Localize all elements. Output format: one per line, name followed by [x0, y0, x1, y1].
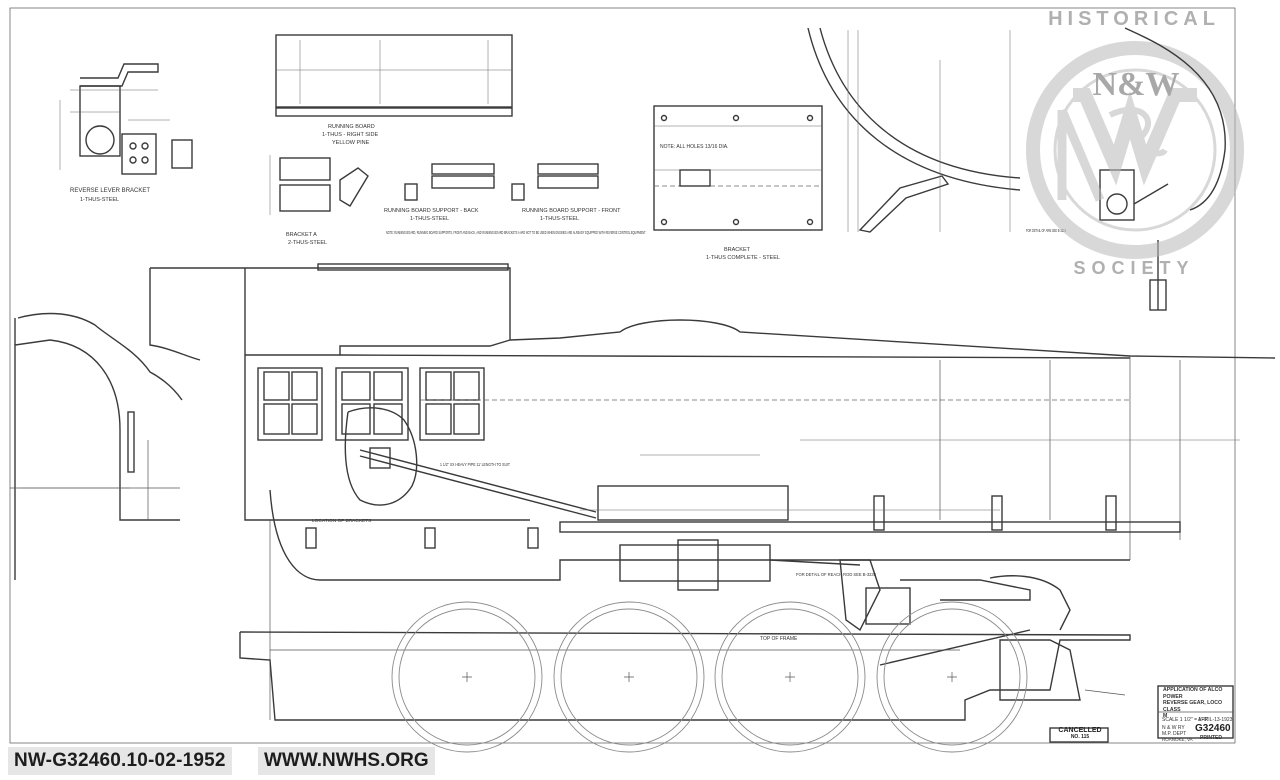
- printed-stamp: PRINTED: [1200, 735, 1222, 741]
- date-text: APRIL-13-1923: [1198, 717, 1233, 723]
- location-brackets-callout: LOCATION OF BRACKETS: [312, 518, 371, 524]
- bracket-note-holes: NOTE: ALL HOLES 13/16 DIA.: [660, 144, 728, 150]
- running-board-material: YELLOW PINE: [332, 140, 370, 146]
- reverse-lever-bracket-title: REVERSE LEVER BRACKET: [70, 188, 150, 194]
- locomotive-elevation: 1 1/2" XX HEAVY PIPE 11' LENGTH TO SUIT …: [10, 263, 1276, 721]
- reverse-lever-bracket-qty: 1-THUS-STEEL: [80, 197, 119, 203]
- bracket-detail: NOTE: ALL HOLES 13/16 DIA. BRACKET 1-THU…: [653, 105, 823, 261]
- running-board-detail: RUNNING BOARD 1-THUS - RIGHT SIDE YELLOW…: [275, 34, 513, 146]
- note-text: NOTE: RUNNING BOARD, RUNNING BOARD SUPPO…: [386, 230, 646, 236]
- drawing-number: G32460: [1195, 723, 1231, 734]
- archive-footer: NW-G32460.10-02-1952 WWW.NWHS.ORG: [0, 742, 1280, 780]
- running-board-support-back: RUNNING BOARD SUPPORT - BACK 1-THUS-STEE…: [384, 163, 495, 222]
- reach-rod-end-detail: [1099, 169, 1169, 311]
- watermark-arc-line: [1124, 27, 1226, 211]
- top-of-frame-label: TOP OF FRAME: [760, 636, 798, 642]
- nwhs-watermark: [1026, 41, 1244, 259]
- bracket-qty: 1-THUS COMPLETE - STEEL: [706, 255, 780, 261]
- support-back-qty: 1-THUS-STEEL: [410, 216, 449, 222]
- title-line-3: M: [1163, 713, 1168, 719]
- reach-rod-callout: FOR DETAIL OF REACH ROD SEE B-3236: [796, 572, 876, 578]
- title-block-text: APPLICATION OF ALCO POWER REVERSE GEAR, …: [1163, 687, 1235, 720]
- railway-text: N & W RY: [1162, 725, 1185, 731]
- bracket-a-title: BRACKET A: [286, 232, 317, 238]
- city-text: ROANOKE, VA: [1162, 737, 1193, 742]
- support-front-qty: 1-THUS-STEEL: [540, 216, 579, 222]
- bracket-title: BRACKET: [724, 247, 751, 253]
- website-link[interactable]: WWW.NWHS.ORG: [258, 747, 435, 775]
- bracket-a-detail: BRACKET A 2-THUS-STEEL: [269, 155, 369, 246]
- watermark-text-top: HISTORICAL: [1048, 8, 1220, 30]
- support-back-title: RUNNING BOARD SUPPORT - BACK: [384, 208, 479, 214]
- title-line-1: APPLICATION OF ALCO POWER: [1163, 687, 1223, 700]
- title-line-2: REVERSE GEAR, LOCO CLASS: [1163, 700, 1223, 713]
- pipe-callout: 1 1/2" XX HEAVY PIPE 11' LENGTH TO SUIT: [440, 462, 510, 468]
- scale-text: SCALE 1 1/2" = 1'-0": [1162, 717, 1209, 723]
- support-front-title: RUNNING BOARD SUPPORT - FRONT: [522, 208, 621, 214]
- driving-wheels: [391, 601, 1028, 753]
- sheet-border: [9, 7, 1236, 744]
- cancelled-stamp: CANCELLED NO. 115: [1052, 727, 1108, 741]
- watermark-monogram: N&W: [1092, 66, 1180, 103]
- running-board-qty: 1-THUS - RIGHT SIDE: [322, 132, 378, 138]
- running-board-title: RUNNING BOARD: [328, 124, 375, 130]
- reverse-lever-bracket-detail: REVERSE LEVER BRACKET 1-THUS-STEEL: [59, 63, 193, 203]
- watermark-text-bottom: SOCIETY: [1073, 258, 1195, 278]
- dept-text: M.P. DEPT: [1162, 731, 1187, 737]
- archive-id: NW-G32460.10-02-1952: [8, 747, 232, 775]
- bracket-a-qty: 2-THUS-STEEL: [288, 240, 327, 246]
- arm-arc-detail: FOR DETAIL OF ARM SEE B-3221: [807, 27, 1066, 234]
- cancelled-ref: NO. 115: [1070, 734, 1090, 740]
- arm-detail-ref: FOR DETAIL OF ARM SEE B-3221: [1026, 228, 1066, 234]
- title-block: [1049, 685, 1234, 743]
- cancelled-label: CANCELLED: [1058, 727, 1102, 734]
- running-board-support-front: RUNNING BOARD SUPPORT - FRONT 1-THUS-STE…: [511, 163, 621, 222]
